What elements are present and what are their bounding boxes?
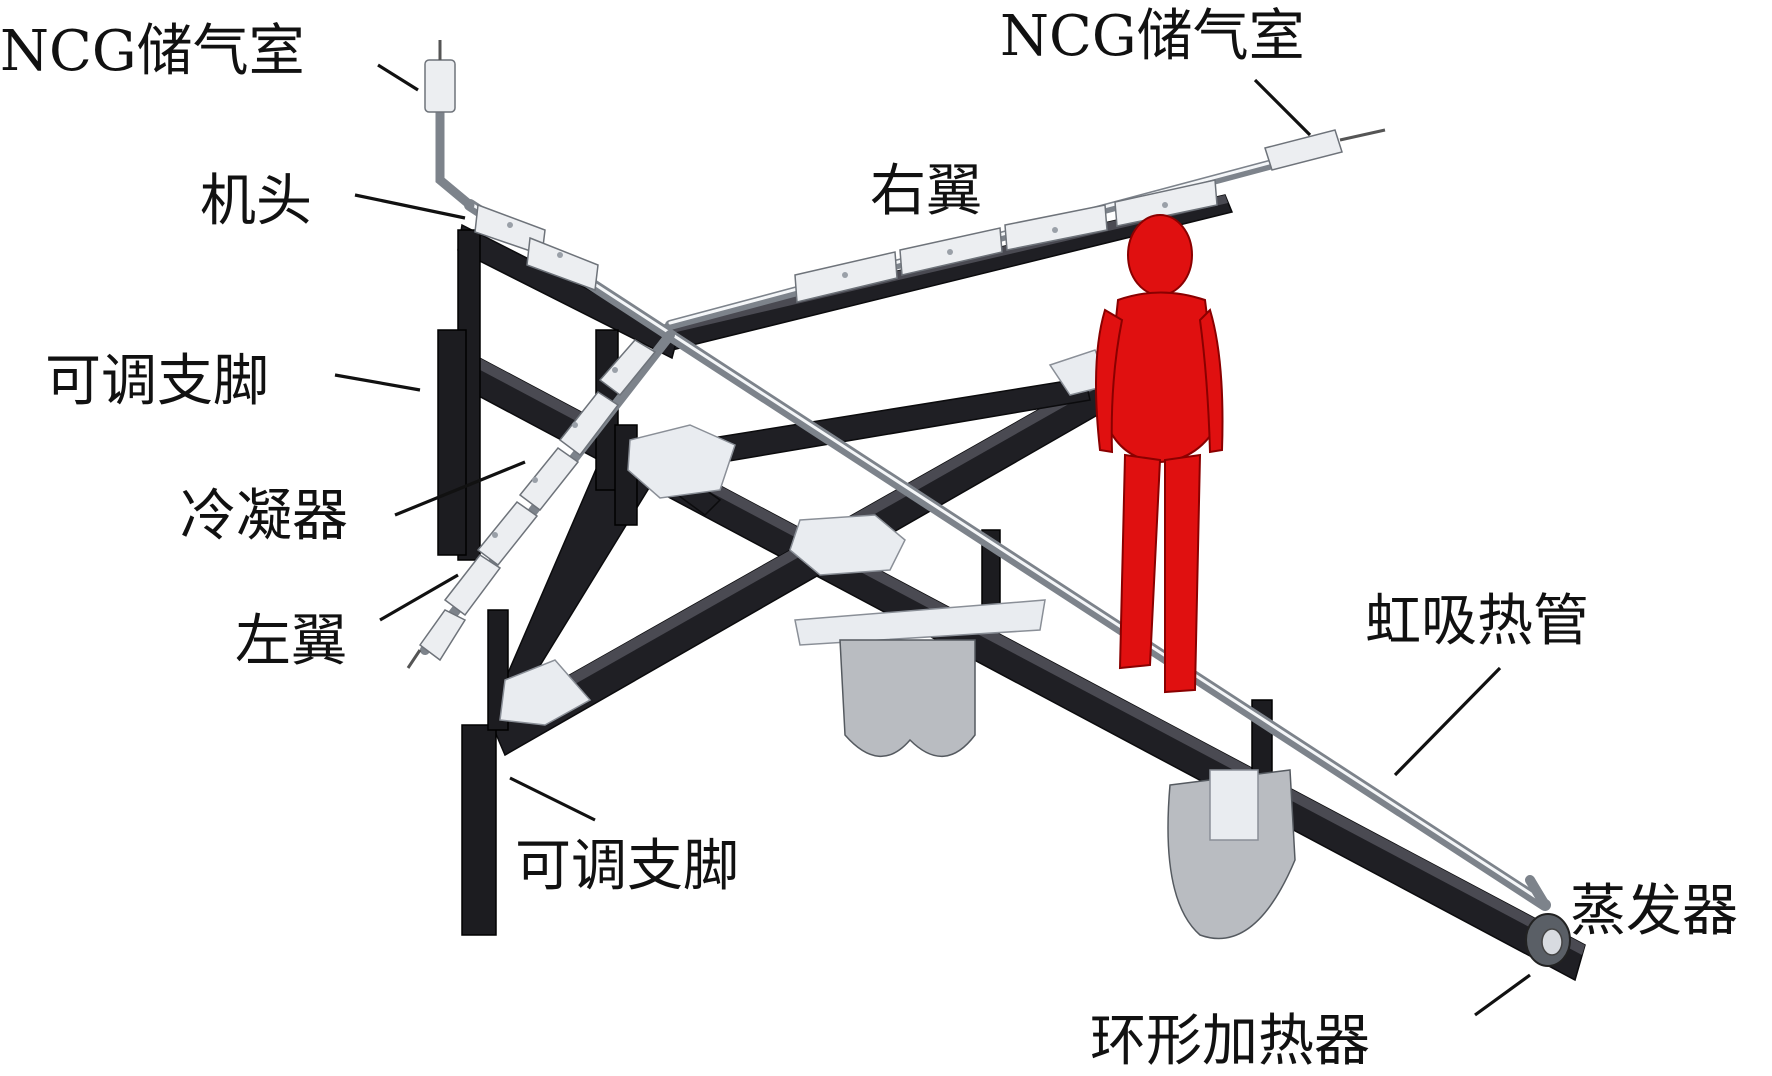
label-ncg-right: NCG储气室 — [1000, 4, 1305, 69]
diagram-labels: NCG储气室 NCG储气室 机头 右翼 可调支脚 冷凝器 左翼 可调支脚 虹吸热… — [0, 4, 1738, 1074]
lower-support-post — [461, 724, 497, 936]
condenser-fins — [443, 179, 1218, 617]
heater-shields — [839, 639, 1296, 940]
label-support-lower: 可调支脚 — [515, 834, 739, 899]
siphon-heat-pipe — [464, 199, 1551, 911]
label-ncg-left: NCG储气室 — [0, 19, 305, 84]
label-right-wing: 右翼 — [870, 159, 982, 224]
label-support-upper: 可调支脚 — [45, 349, 269, 414]
ncg-chambers — [406, 40, 1386, 669]
ncg-chamber-right — [1264, 128, 1386, 171]
left-wing-end-chamber — [406, 609, 467, 669]
label-ring-heater: 环形加热器 — [1090, 1009, 1370, 1074]
leader-lines — [334, 63, 1531, 1017]
human-figure — [1095, 214, 1224, 694]
ring-heater — [1525, 913, 1571, 967]
label-siphon-heat-pipe: 虹吸热管 — [1365, 589, 1589, 654]
label-left-wing: 左翼 — [235, 609, 347, 674]
label-nose: 机头 — [200, 169, 312, 234]
label-condenser: 冷凝器 — [180, 484, 348, 549]
label-evaporator: 蒸发器 — [1570, 879, 1738, 944]
gusset-plates — [499, 349, 1112, 726]
ncg-chamber-left — [424, 59, 456, 113]
